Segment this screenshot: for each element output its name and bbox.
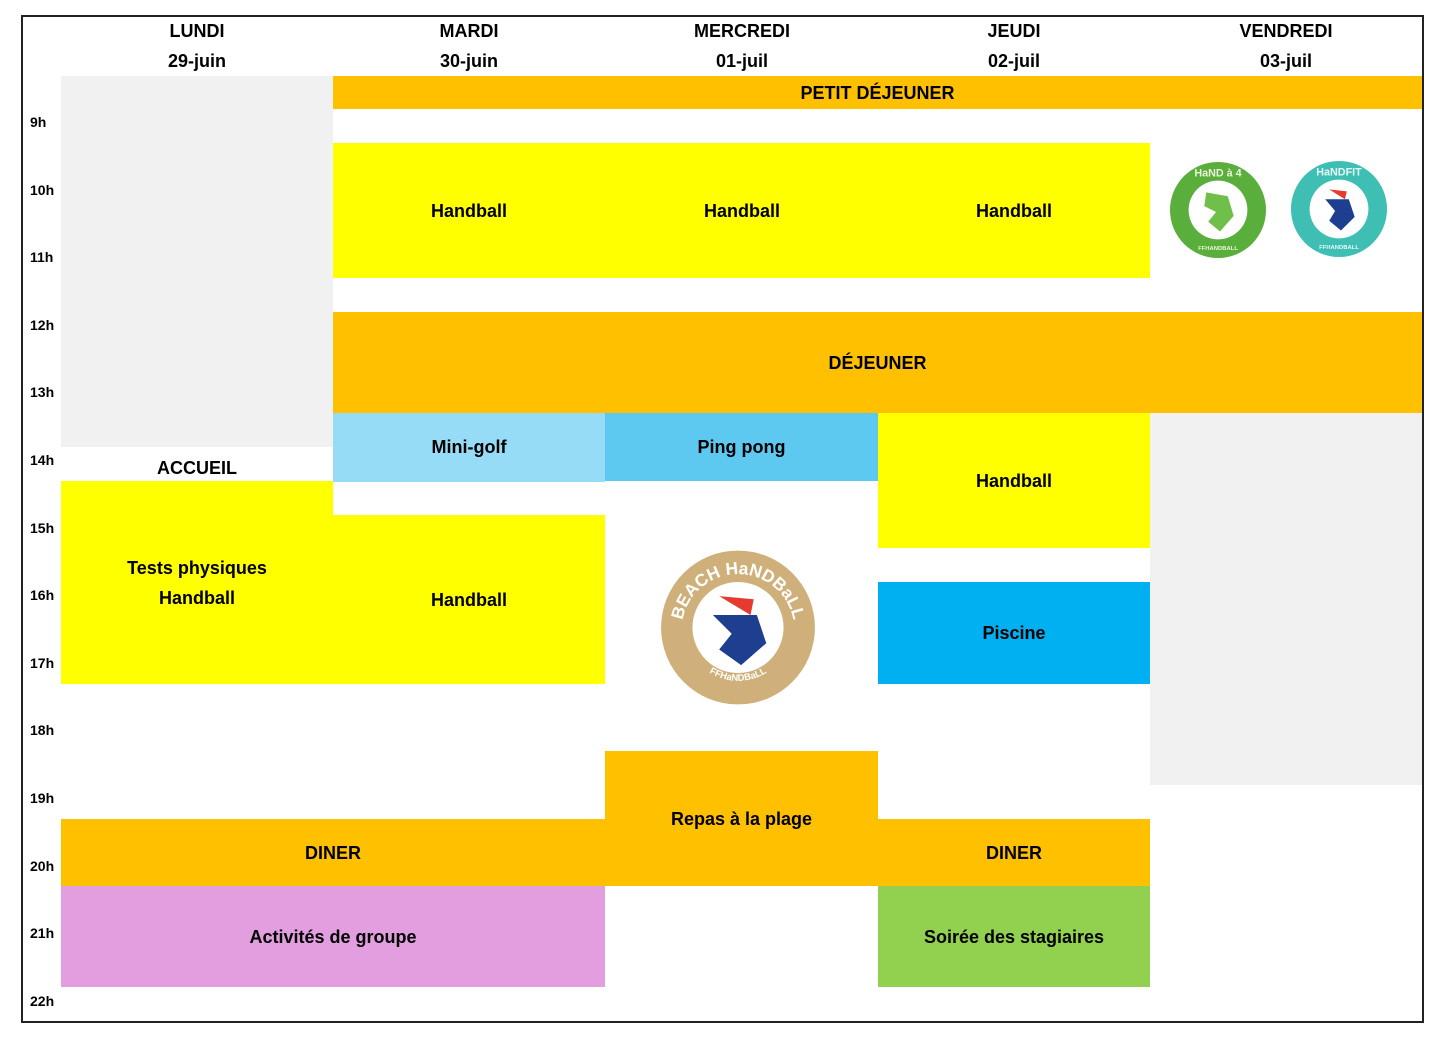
day-name: VENDREDI xyxy=(1239,21,1333,41)
event-label: Handball xyxy=(975,200,1052,221)
event-label: DINER xyxy=(985,842,1042,863)
day-date: 03-juil xyxy=(1259,51,1312,71)
day-name: MERCREDI xyxy=(693,21,790,41)
hour-label: 22h xyxy=(30,992,55,1009)
event-label: Piscine xyxy=(982,623,1046,643)
hand-a-4-logo: HaND à 4 FFHANDBALL xyxy=(1169,161,1267,259)
hour-label: 15h xyxy=(30,519,55,536)
event-piscine: Piscine xyxy=(878,582,1150,684)
event-label: Handball xyxy=(430,589,507,610)
hour-label: 14h xyxy=(30,452,55,468)
svg-text:HaND à 4: HaND à 4 xyxy=(1194,168,1241,180)
day-name: JEUDI xyxy=(987,21,1041,41)
hour-label: 13h xyxy=(30,384,55,401)
event-label: Activités de groupe xyxy=(249,926,417,947)
svg-text:HaNDFIT: HaNDFIT xyxy=(1316,167,1362,179)
day-date: 02-juil xyxy=(987,51,1040,71)
event-petit-dejeuner: PETIT DÉJEUNER xyxy=(333,76,1422,109)
event-label: PETIT DÉJEUNER xyxy=(800,82,955,103)
event-diner-lundi-mardi: DINER xyxy=(61,819,605,886)
event-label: DINER xyxy=(304,842,361,863)
day-name: MARDI xyxy=(439,21,499,41)
event-mini-golf: Mini-golf xyxy=(333,413,605,482)
event-label: Handball xyxy=(975,470,1052,491)
event-label: Mini-golf xyxy=(431,437,507,457)
event-dejeuner: DÉJEUNER xyxy=(333,312,1422,413)
day-name: LUNDI xyxy=(169,21,225,41)
hour-label: 19h xyxy=(30,790,55,806)
hour-label: 10h xyxy=(30,181,55,198)
event-label: DÉJEUNER xyxy=(828,352,927,373)
event-handball-jeudi-afternoon: Handball xyxy=(878,413,1150,548)
schedule-frame xyxy=(21,15,1424,1023)
event-repas-plage: Repas à la plage xyxy=(605,751,878,886)
event-ping-pong: Ping pong xyxy=(605,413,878,481)
event-label-line2: Handball xyxy=(158,587,235,608)
hour-label: 18h xyxy=(30,722,55,739)
day-date: 29-juin xyxy=(167,51,226,71)
beach-handball-logo: BEACH HaNDBaLL FFHaNDBaLL xyxy=(661,550,815,705)
free-block-vendredi-afternoon xyxy=(1150,413,1422,785)
hour-label: 12h xyxy=(30,316,55,333)
free-block-lundi-morning xyxy=(61,76,333,447)
svg-text:FFHANDBALL: FFHANDBALL xyxy=(1319,245,1359,251)
day-date: 30-juin xyxy=(439,51,498,71)
svg-text:FFHANDBALL: FFHANDBALL xyxy=(1198,246,1238,252)
event-diner-jeudi: DINER xyxy=(878,819,1150,886)
event-label: Repas à la plage xyxy=(670,808,813,829)
hour-label: 17h xyxy=(30,654,55,671)
hour-label: 9h xyxy=(30,114,47,130)
event-activites-de-groupe: Activités de groupe xyxy=(61,886,605,987)
handfit-logo: HaNDFIT FFHANDBALL xyxy=(1290,160,1388,258)
day-date: 01-juil xyxy=(715,51,768,71)
event-label: ACCUEIL xyxy=(157,458,237,478)
hour-label: 21h xyxy=(30,925,55,942)
event-label: Soirée des stagiaires xyxy=(923,926,1105,947)
event-handball-mardi-afternoon: Handball xyxy=(333,515,605,684)
event-label: Handball xyxy=(703,200,780,221)
event-label: Handball xyxy=(430,200,507,221)
event-soiree-stagiaires: Soirée des stagiaires xyxy=(878,886,1150,987)
hour-label: 11h xyxy=(30,249,54,266)
hour-label: 20h xyxy=(30,857,55,874)
hour-label: 16h xyxy=(30,587,55,604)
event-accueil: ACCUEIL xyxy=(61,447,333,485)
event-handball-morning: Handball Handball Handball xyxy=(333,143,1150,278)
event-label-line1: Tests physiques xyxy=(127,557,267,578)
event-label: Ping pong xyxy=(697,437,786,457)
